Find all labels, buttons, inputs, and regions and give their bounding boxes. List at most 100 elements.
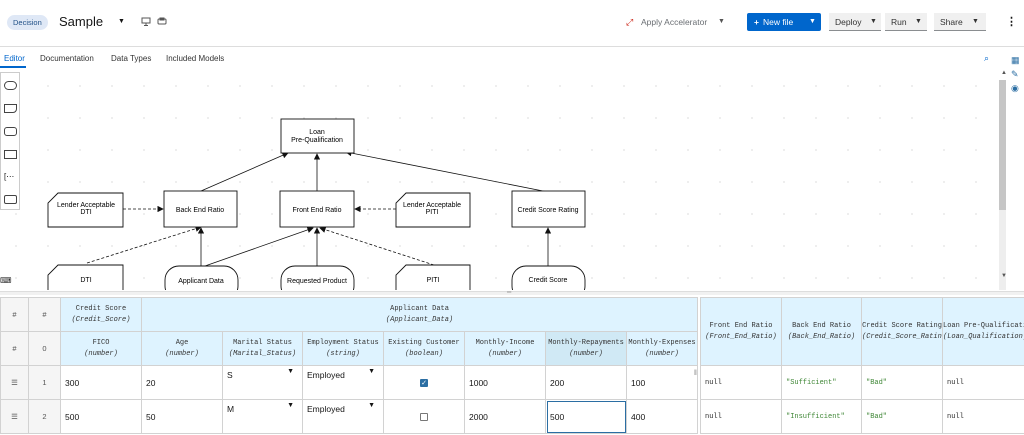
keyboard-icon[interactable]: ⌨ xyxy=(0,276,12,285)
checkbox-unchecked[interactable] xyxy=(420,413,428,422)
svg-text:DTI: DTI xyxy=(80,209,91,216)
tab-documentation[interactable]: Documentation xyxy=(40,54,94,63)
save-icon[interactable] xyxy=(157,17,167,26)
row-menu-icon[interactable]: ☰ xyxy=(0,365,29,400)
cell-age[interactable]: 20 xyxy=(141,365,223,400)
cell-fico[interactable]: 500 xyxy=(60,399,142,434)
file-title[interactable]: Sample xyxy=(59,14,104,29)
cell-monthly-income[interactable]: 2000 xyxy=(464,399,546,434)
scroll-up-icon[interactable]: ▲ xyxy=(1001,70,1007,76)
run-button[interactable]: Run ▼ xyxy=(885,13,927,31)
map-icon[interactable]: ▦ xyxy=(1011,55,1020,65)
col-header-fico[interactable]: FICO(number) xyxy=(60,331,142,366)
col-header-monthly-repayments[interactable]: Monthly-Repayments(number) xyxy=(545,331,627,366)
edge-piti-to-front xyxy=(319,226,435,266)
active-tab-indicator xyxy=(0,66,26,68)
svg-text:Loan: Loan xyxy=(309,129,325,136)
col-header-monthly-expenses[interactable]: Monthly-Expenses(number) xyxy=(625,331,699,366)
cell-employment-select[interactable]: Employed▼ xyxy=(302,365,384,400)
scrollbar-thumb[interactable] xyxy=(999,80,1006,210)
node-front-end-ratio[interactable]: Front End Ratio xyxy=(279,190,355,228)
preview-eye-icon[interactable]: ◉ xyxy=(1011,83,1019,93)
cell-monthly-expenses[interactable]: 100 xyxy=(625,365,699,400)
palette-annotation-icon[interactable]: [⋯ xyxy=(4,172,15,181)
row-menu-icon[interactable]: ☰ xyxy=(0,399,29,434)
canvas-vertical-scrollbar[interactable] xyxy=(999,80,1006,290)
palette-bkm-icon[interactable] xyxy=(4,127,17,136)
result-header-loan-pre-qualification[interactable]: Loan Pre-Qualification(Loan_Qualificatio… xyxy=(942,297,1024,366)
row-index: 1 xyxy=(28,365,61,400)
result-header-front-end-ratio[interactable]: Front End Ratio(Front_End_Ratio) xyxy=(700,297,782,366)
applicant-data-group-header[interactable]: Applicant Data(Applicant_Data) xyxy=(140,297,699,332)
accelerator-icon[interactable]: ⤢ xyxy=(626,17,634,27)
editor-tabs: Editor Documentation Data Types Included… xyxy=(0,48,1024,70)
cell-monthly-income[interactable]: 1000 xyxy=(464,365,546,400)
diagram-svg[interactable]: Loan Pre-Qualification Back End Ratio Fr… xyxy=(0,70,997,290)
palette-decision-icon[interactable] xyxy=(4,150,17,159)
cell-age[interactable]: 50 xyxy=(141,399,223,434)
cell-existing-customer[interactable] xyxy=(383,399,465,434)
dropdown-caret-icon: ▼ xyxy=(368,402,375,409)
diagram-canvas[interactable]: Loan Pre-Qualification Back End Ratio Fr… xyxy=(0,70,997,290)
node-applicant-data[interactable]: Applicant Data xyxy=(164,265,239,290)
node-credit-score-label: Credit Score xyxy=(529,277,568,284)
node-credit-score-rating[interactable]: Credit Score Rating xyxy=(511,190,586,228)
tab-editor[interactable]: Editor xyxy=(4,54,25,63)
search-icon[interactable]: ⌕ xyxy=(984,53,990,63)
dropdown-caret-icon: ▼ xyxy=(368,368,375,375)
node-requested-product[interactable]: Requested Product xyxy=(280,265,355,290)
col-header-existing-customer[interactable]: Existing Customer(boolean) xyxy=(383,331,465,366)
result-loan: null xyxy=(942,399,1024,434)
cell-fico[interactable]: 300 xyxy=(60,365,142,400)
edit-icon[interactable]: ✎ xyxy=(1011,69,1019,79)
new-file-button[interactable]: + New file ▼ xyxy=(747,13,821,31)
cell-monthly-repayments-selected[interactable]: 500 xyxy=(545,399,627,434)
credit-score-group-header[interactable]: Credit Score(Credit_Score) xyxy=(60,297,142,332)
results-table: Front End Ratio(Front_End_Ratio) Back En… xyxy=(700,297,1024,434)
palette-input-data-icon[interactable] xyxy=(4,81,17,90)
edge-credit-to-loan xyxy=(345,149,549,193)
node-applicant-label: Applicant Data xyxy=(178,278,224,285)
cell-existing-customer[interactable]: ✓ xyxy=(383,365,465,400)
title-menu-caret-icon[interactable]: ▼ xyxy=(118,18,125,25)
result-header-back-end-ratio[interactable]: Back End Ratio(Back_End_Ratio) xyxy=(781,297,862,366)
result-header-credit-score-rating[interactable]: Credit Score Rating(Credit_Score_Rating) xyxy=(861,297,943,366)
col-header-age[interactable]: Age(number) xyxy=(141,331,223,366)
cell-marital-status-select[interactable]: M▼ xyxy=(222,399,303,434)
cell-employment-select[interactable]: Employed▼ xyxy=(302,399,384,434)
palette-decision-service-icon[interactable] xyxy=(4,195,17,204)
row-index-0: 0 xyxy=(28,331,61,366)
result-back: "Insufficient" xyxy=(781,399,862,434)
apply-accelerator-button[interactable]: Apply Accelerator xyxy=(641,17,708,27)
tab-data-types[interactable]: Data Types xyxy=(111,54,152,63)
node-lender-acceptable-dti[interactable]: Lender Acceptable DTI xyxy=(47,192,124,228)
col-header-monthly-income[interactable]: Monthly-Income(number) xyxy=(464,331,546,366)
node-piti[interactable]: PITI xyxy=(395,264,471,290)
node-lender-acceptable-piti[interactable]: Lender Acceptable PITI xyxy=(395,192,471,228)
drag-handle-icon[interactable]: ═ xyxy=(507,290,512,296)
deploy-button[interactable]: Deploy ▼ xyxy=(829,13,881,31)
panel-resize-handle[interactable] xyxy=(0,291,1024,295)
col-header-employment-status[interactable]: Employment Status(string) xyxy=(302,331,384,366)
node-loan-pre-qualification[interactable]: Loan Pre-Qualification xyxy=(280,118,355,154)
dropdown-caret-icon: ▼ xyxy=(287,402,294,409)
node-credit-score[interactable]: Credit Score xyxy=(511,265,586,290)
node-piti-label: PITI xyxy=(427,277,440,284)
cell-monthly-expenses[interactable]: 400 xyxy=(625,399,699,434)
checkbox-checked[interactable]: ✓ xyxy=(420,379,428,388)
palette-knowledge-source-icon[interactable] xyxy=(4,104,17,113)
col-header-marital-status[interactable]: Marital Status(Marital_Status) xyxy=(222,331,303,366)
accelerator-caret-icon[interactable]: ▼ xyxy=(718,18,725,25)
desktop-icon[interactable] xyxy=(141,17,151,26)
node-dti[interactable]: DTI xyxy=(47,264,124,290)
cell-marital-status-select[interactable]: S▼ xyxy=(222,365,303,400)
node-back-end-ratio[interactable]: Back End Ratio xyxy=(163,190,238,228)
column-resize-icon[interactable]: ‖ xyxy=(694,370,697,377)
kebab-menu-icon[interactable]: ⋮ xyxy=(1006,16,1017,28)
scroll-down-icon[interactable]: ▼ xyxy=(1001,273,1007,279)
result-front: null xyxy=(700,399,782,434)
share-button[interactable]: Share ▼ xyxy=(934,13,986,31)
cell-monthly-repayments[interactable]: 200 xyxy=(545,365,627,400)
node-back-label: Back End Ratio xyxy=(176,207,224,214)
tab-included-models[interactable]: Included Models xyxy=(166,54,225,63)
